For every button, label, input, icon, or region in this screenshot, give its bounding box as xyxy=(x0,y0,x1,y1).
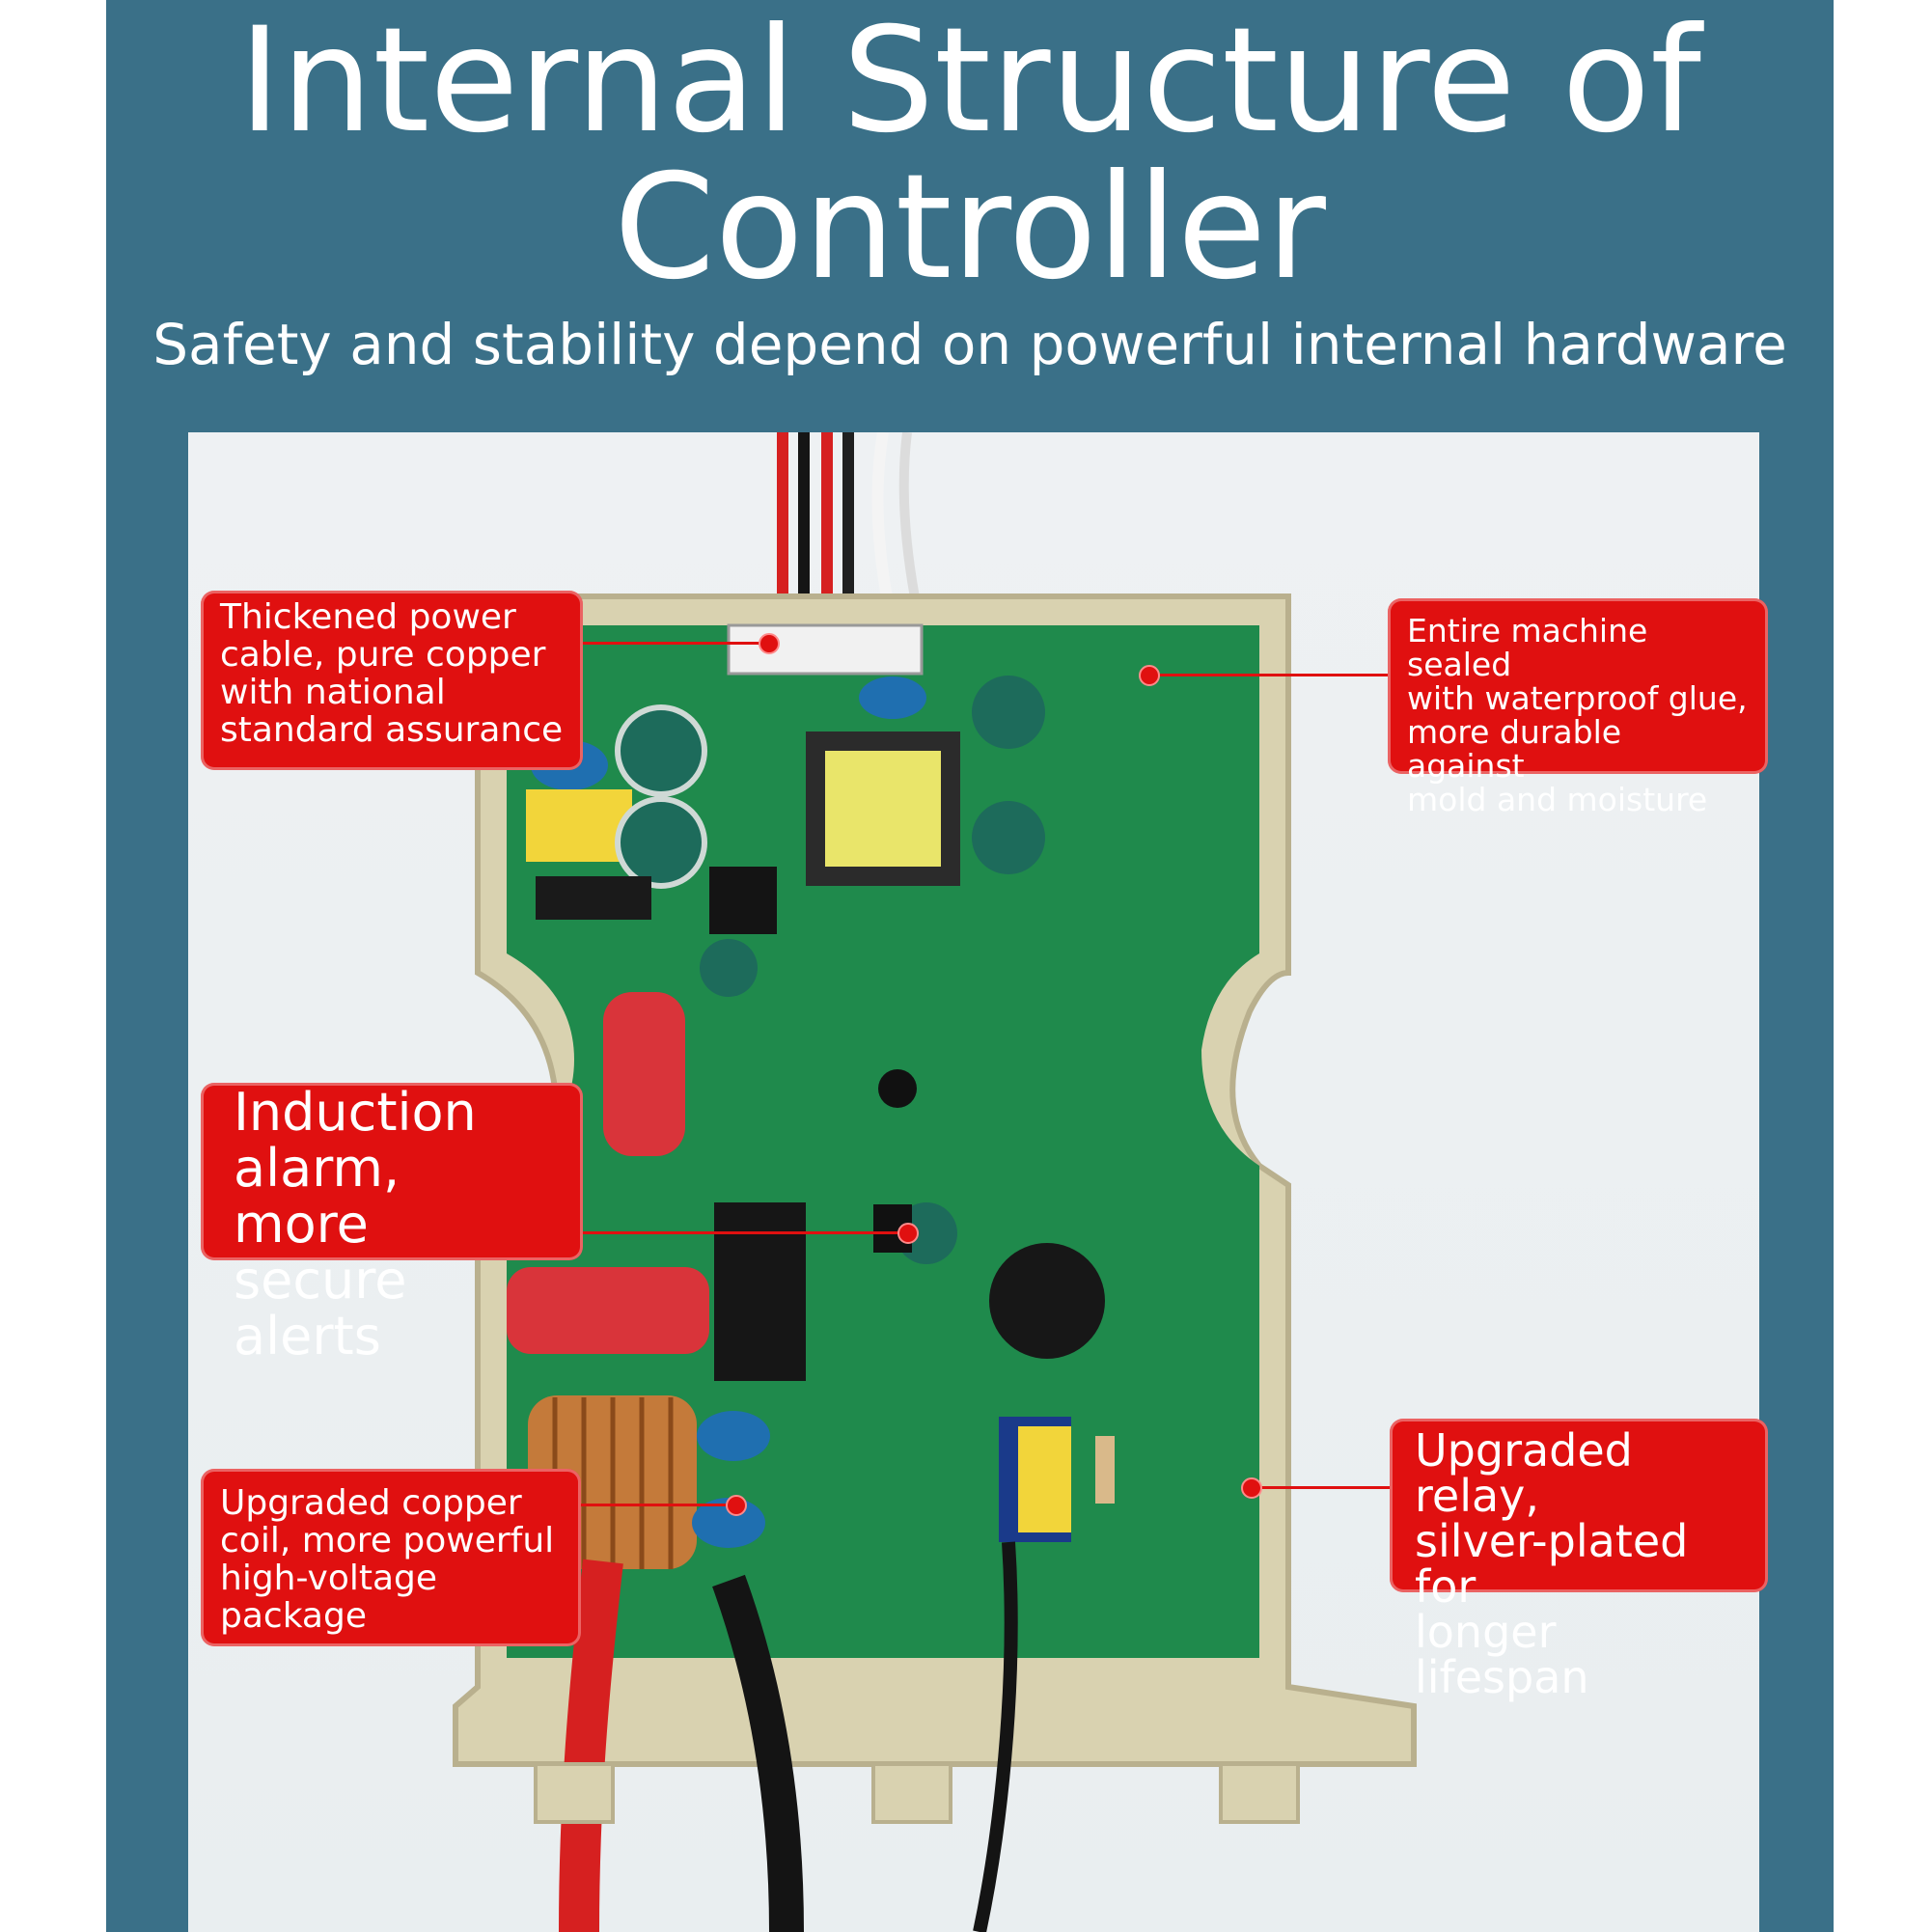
callout-power-cable-text: Thickened power cable, pure copper with … xyxy=(220,597,564,750)
callout-relay: Upgraded relay, silver-plated for longer… xyxy=(1390,1419,1768,1700)
callout-alarm: Induction alarm, more secure alerts xyxy=(201,1083,583,1365)
callout-copper-coil-text: Upgraded copper coil, more powerful high… xyxy=(220,1483,555,1636)
callout-waterproof: Entire machine sealed with waterproof gl… xyxy=(1388,598,1768,816)
pointer-dot-alarm xyxy=(897,1223,919,1244)
callout-relay-text: Upgraded relay, silver-plated for longer… xyxy=(1415,1424,1689,1703)
pointer-dot-waterproof xyxy=(1139,665,1160,686)
pcb-board xyxy=(507,625,1259,1658)
bottom-cables xyxy=(559,1541,1018,1932)
callout-waterproof-text: Entire machine sealed with waterproof gl… xyxy=(1407,612,1748,818)
title-line-2: Controller xyxy=(614,144,1326,312)
controller-board-illustration xyxy=(453,432,1417,1932)
leader-line-waterproof xyxy=(1148,674,1388,676)
page-title: Internal Structure of Controller xyxy=(106,8,1834,301)
callout-copper-coil: Upgraded copper coil, more powerful high… xyxy=(201,1469,581,1646)
callout-alarm-text: Induction alarm, more secure alerts xyxy=(234,1082,477,1366)
wire-connector xyxy=(727,623,924,676)
callout-power-cable: Thickened power cable, pure copper with … xyxy=(201,591,583,770)
leader-line-relay xyxy=(1251,1486,1390,1489)
pointer-dot-copper-coil xyxy=(726,1495,747,1516)
pointer-dot-relay xyxy=(1241,1477,1262,1499)
title-line-1: Internal Structure of xyxy=(238,0,1701,165)
pointer-dot-power-cable xyxy=(759,633,780,654)
page-subtitle: Safety and stability depend on powerful … xyxy=(152,312,1787,377)
leader-line-power-cable xyxy=(583,642,766,645)
leader-line-copper-coil xyxy=(581,1504,735,1506)
leader-line-alarm xyxy=(583,1231,907,1234)
